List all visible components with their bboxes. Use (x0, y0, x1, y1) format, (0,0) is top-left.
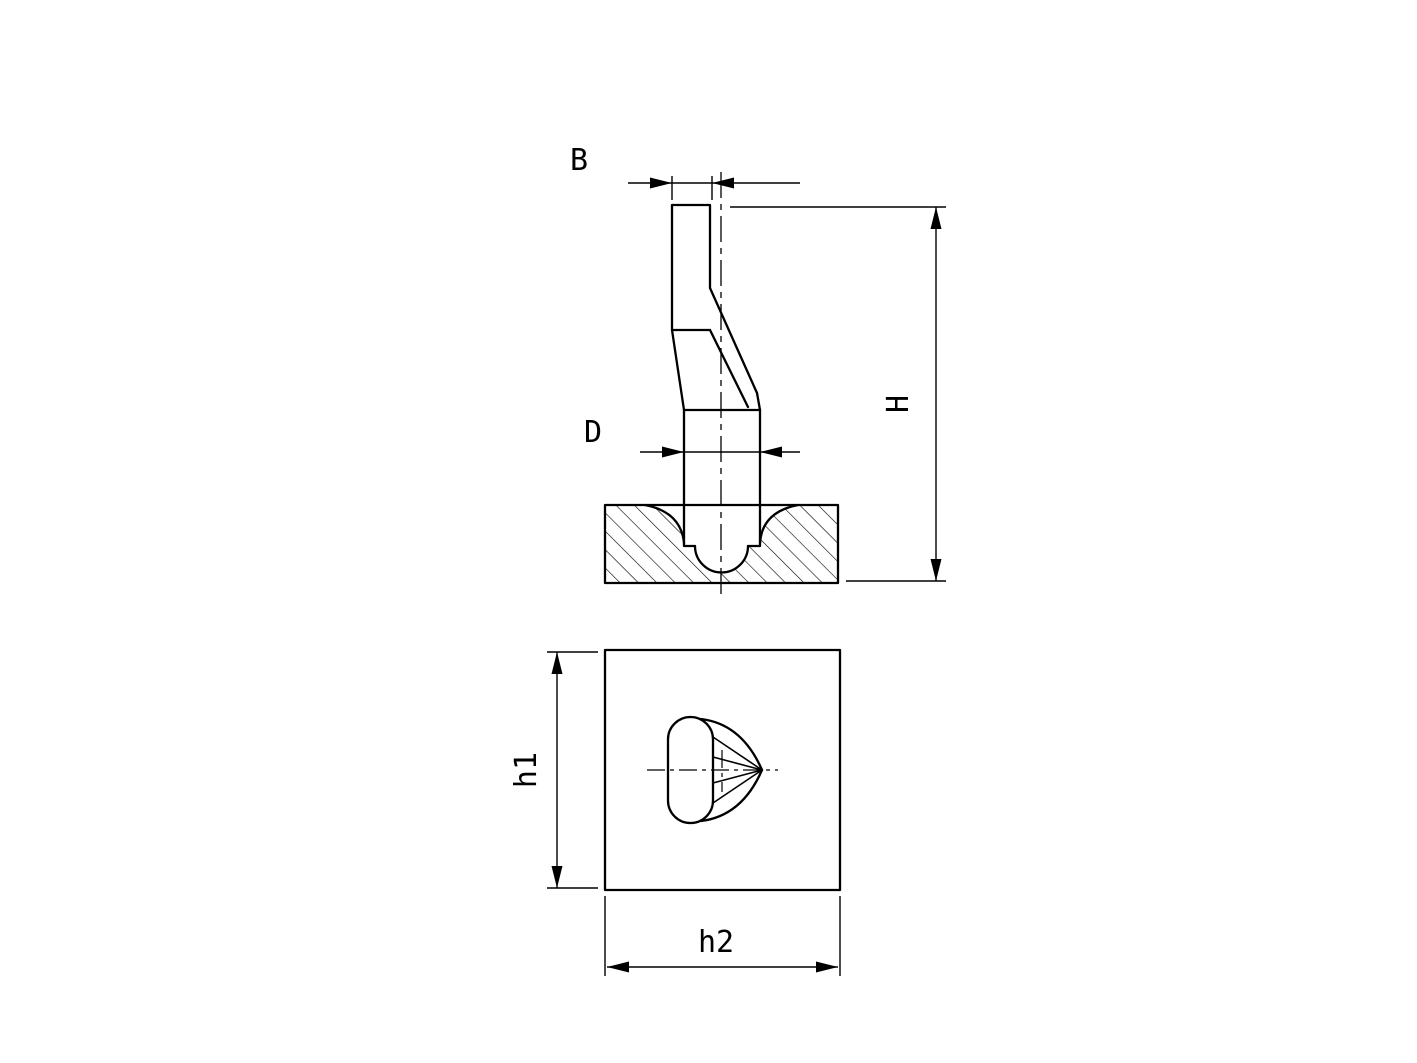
dimension-label-h1: h1 (509, 752, 544, 788)
plate-outline (603, 648, 842, 892)
arrowhead (930, 559, 942, 581)
arrowhead (712, 177, 734, 189)
arrowhead (650, 177, 672, 189)
arrowhead (551, 866, 563, 888)
dimension-label-h2: h2 (698, 925, 734, 960)
cone-generator-lines (712, 736, 763, 804)
dimension-label-H: H (881, 395, 916, 413)
front-view (603, 172, 840, 600)
arrowhead (930, 207, 942, 229)
dimension-h2: h2 (604, 896, 841, 976)
arrowhead (551, 652, 563, 674)
dimension-H: H (730, 206, 946, 582)
top-plan-view (603, 648, 842, 892)
dimension-D: D (584, 415, 800, 458)
cone-silhouette-lower (699, 768, 764, 823)
arrowhead (816, 961, 838, 973)
dimension-label-B: B (570, 143, 588, 178)
arrowhead (607, 961, 629, 973)
dimension-label-D: D (584, 415, 602, 450)
arrowhead (662, 446, 684, 458)
pin-shank (682, 408, 762, 548)
dimension-h1: h1 (509, 651, 598, 889)
arrowhead (760, 446, 782, 458)
cone-silhouette-upper (699, 717, 764, 772)
dimension-B: B (570, 143, 800, 200)
hatched-block-fill (605, 505, 838, 583)
bent-pin-outline (670, 203, 762, 412)
